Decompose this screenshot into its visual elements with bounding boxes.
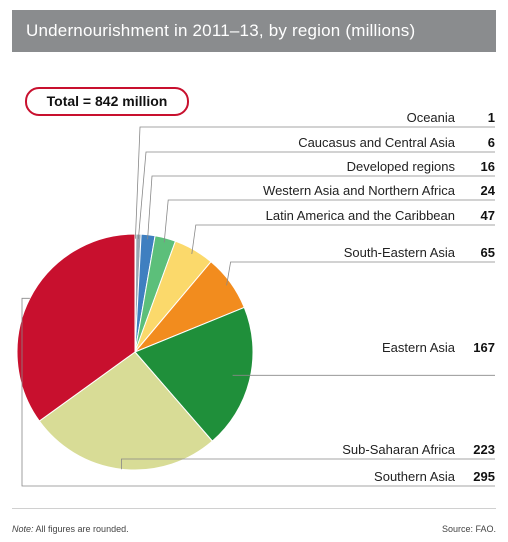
- label-developed-regions: Developed regions: [347, 159, 456, 174]
- leader-lines: [21, 126, 495, 487]
- pie-slices: [16, 233, 254, 471]
- leader-line-latin-america-and-the-caribbean: [191, 224, 495, 255]
- leader-line-developed-regions: [147, 175, 495, 240]
- total-badge: Total = 842 million: [25, 87, 189, 116]
- pie-slice-sub-saharan-africa: [38, 351, 214, 471]
- leader-line-south-eastern-asia: [226, 261, 495, 286]
- label-south-eastern-asia: South-Eastern Asia: [344, 245, 456, 260]
- chart-title: Undernourishment in 2011–13, by region (…: [12, 10, 496, 52]
- value-oceania: 1: [488, 110, 495, 125]
- leader-line-oceania: [135, 126, 495, 239]
- label-latin-america-and-the-caribbean: Latin America and the Caribbean: [266, 208, 455, 223]
- label-sub-saharan-africa: Sub-Saharan Africa: [342, 442, 456, 457]
- leader-line-western-asia-and-northern-africa: [163, 199, 495, 243]
- value-eastern-asia: 167: [473, 340, 495, 355]
- leader-line-sub-saharan-africa: [121, 458, 495, 470]
- footer-divider: [12, 508, 496, 509]
- value-developed-regions: 16: [481, 159, 495, 174]
- footer-note: Note: All figures are rounded.: [12, 524, 129, 534]
- footer-source: Source: FAO.: [441, 524, 496, 534]
- leader-line-caucasus-and-central-asia: [138, 151, 495, 239]
- label-oceania: Oceania: [407, 110, 456, 125]
- label-western-asia-and-northern-africa: Western Asia and Northern Africa: [263, 183, 456, 198]
- value-western-asia-and-northern-africa: 24: [481, 183, 496, 198]
- note-text: All figures are rounded.: [35, 524, 129, 534]
- pie-slice-southern-asia: [16, 233, 136, 422]
- value-sub-saharan-africa: 223: [473, 442, 495, 457]
- label-southern-asia: Southern Asia: [374, 469, 456, 484]
- label-caucasus-and-central-asia: Caucasus and Central Asia: [298, 135, 456, 150]
- leader-line-southern-asia: [21, 297, 495, 487]
- note-label: Note:: [12, 524, 34, 534]
- value-latin-america-and-the-caribbean: 47: [481, 208, 495, 223]
- value-south-eastern-asia: 65: [481, 245, 495, 260]
- value-southern-asia: 295: [473, 469, 495, 484]
- label-eastern-asia: Eastern Asia: [382, 340, 456, 355]
- total-badge-outline: [25, 87, 189, 116]
- total-label: Total = 842 million: [47, 93, 168, 109]
- value-caucasus-and-central-asia: 6: [488, 135, 495, 150]
- pie-slice-eastern-asia: [134, 306, 254, 442]
